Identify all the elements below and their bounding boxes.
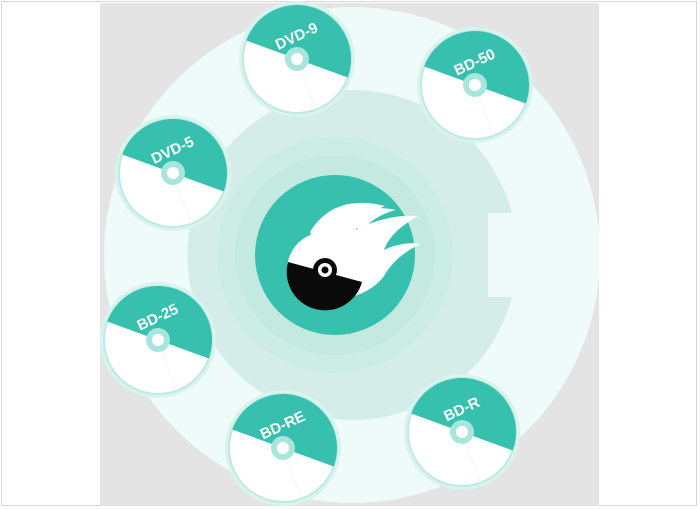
disc-top-half [107, 286, 213, 359]
disc-bd-50: BD-50 [417, 27, 533, 143]
disc-top-half [424, 31, 529, 104]
disc-top-half [246, 5, 351, 78]
disc-top-half [232, 394, 337, 467]
disc-top-half [411, 378, 516, 451]
disc-top-half [122, 119, 227, 192]
disc-dvd-9: DVD-9 [239, 1, 355, 117]
disc-dvd-5: DVD-5 [115, 115, 231, 231]
disc-bd-25: BD-25 [100, 282, 216, 398]
disc-bd-re: BD-RE [225, 390, 341, 506]
disc-bd-r: BD-R [404, 374, 520, 490]
disc-burn-flame-icon [255, 175, 420, 335]
